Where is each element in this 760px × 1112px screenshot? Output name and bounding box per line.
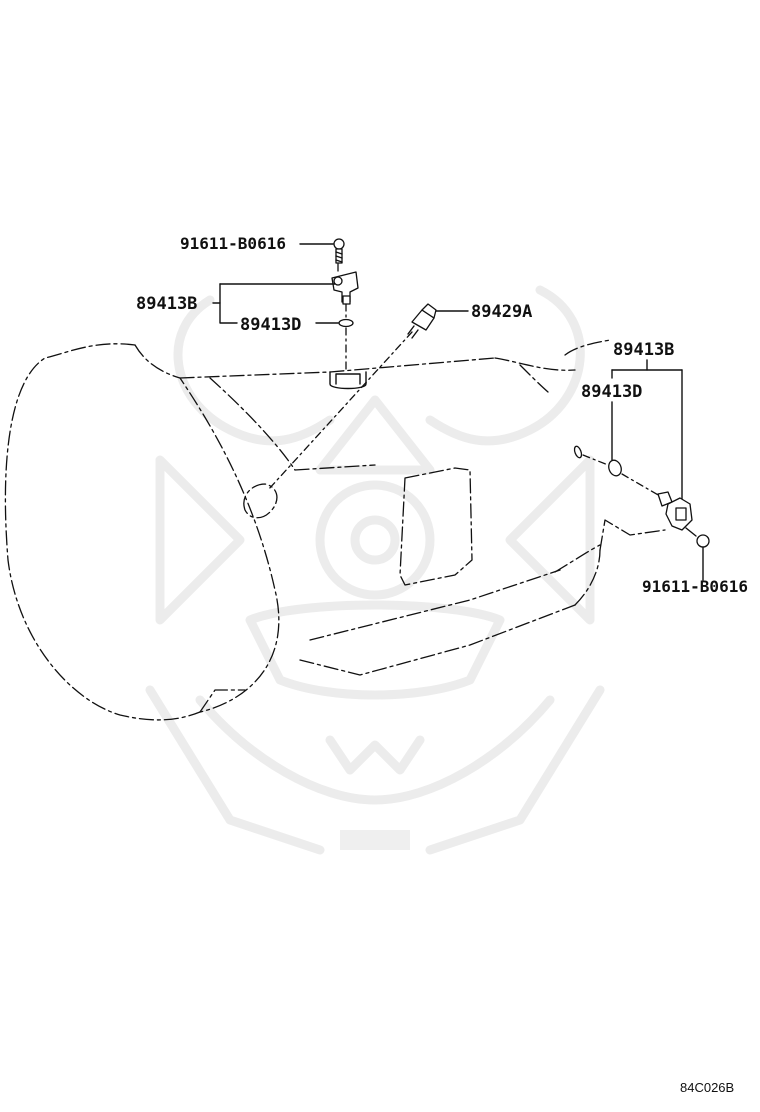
oring-right-label: 89413D — [581, 382, 642, 402]
switch-label: 89429A — [471, 302, 532, 322]
bolt-right-label: 91611-B0616 — [642, 577, 748, 596]
watermark-logo — [145, 285, 605, 855]
sensor-right-label: 89413B — [613, 340, 674, 360]
oring-right-part — [573, 445, 622, 477]
sensor-top-label: 89413B — [136, 294, 197, 314]
bolt-right-part — [685, 527, 710, 548]
bolt-top-part — [333, 238, 345, 264]
oring-top-label: 89413D — [240, 315, 301, 335]
transmission-housing — [4, 339, 666, 721]
pressure-switch-part — [407, 303, 437, 339]
figure-code: 84C026B — [680, 1080, 734, 1095]
bolt-top-label: 91611-B0616 — [180, 234, 286, 253]
speed-sensor-top-part — [331, 271, 359, 305]
speed-sensor-right-part — [657, 491, 693, 531]
oring-top-part — [338, 318, 354, 328]
